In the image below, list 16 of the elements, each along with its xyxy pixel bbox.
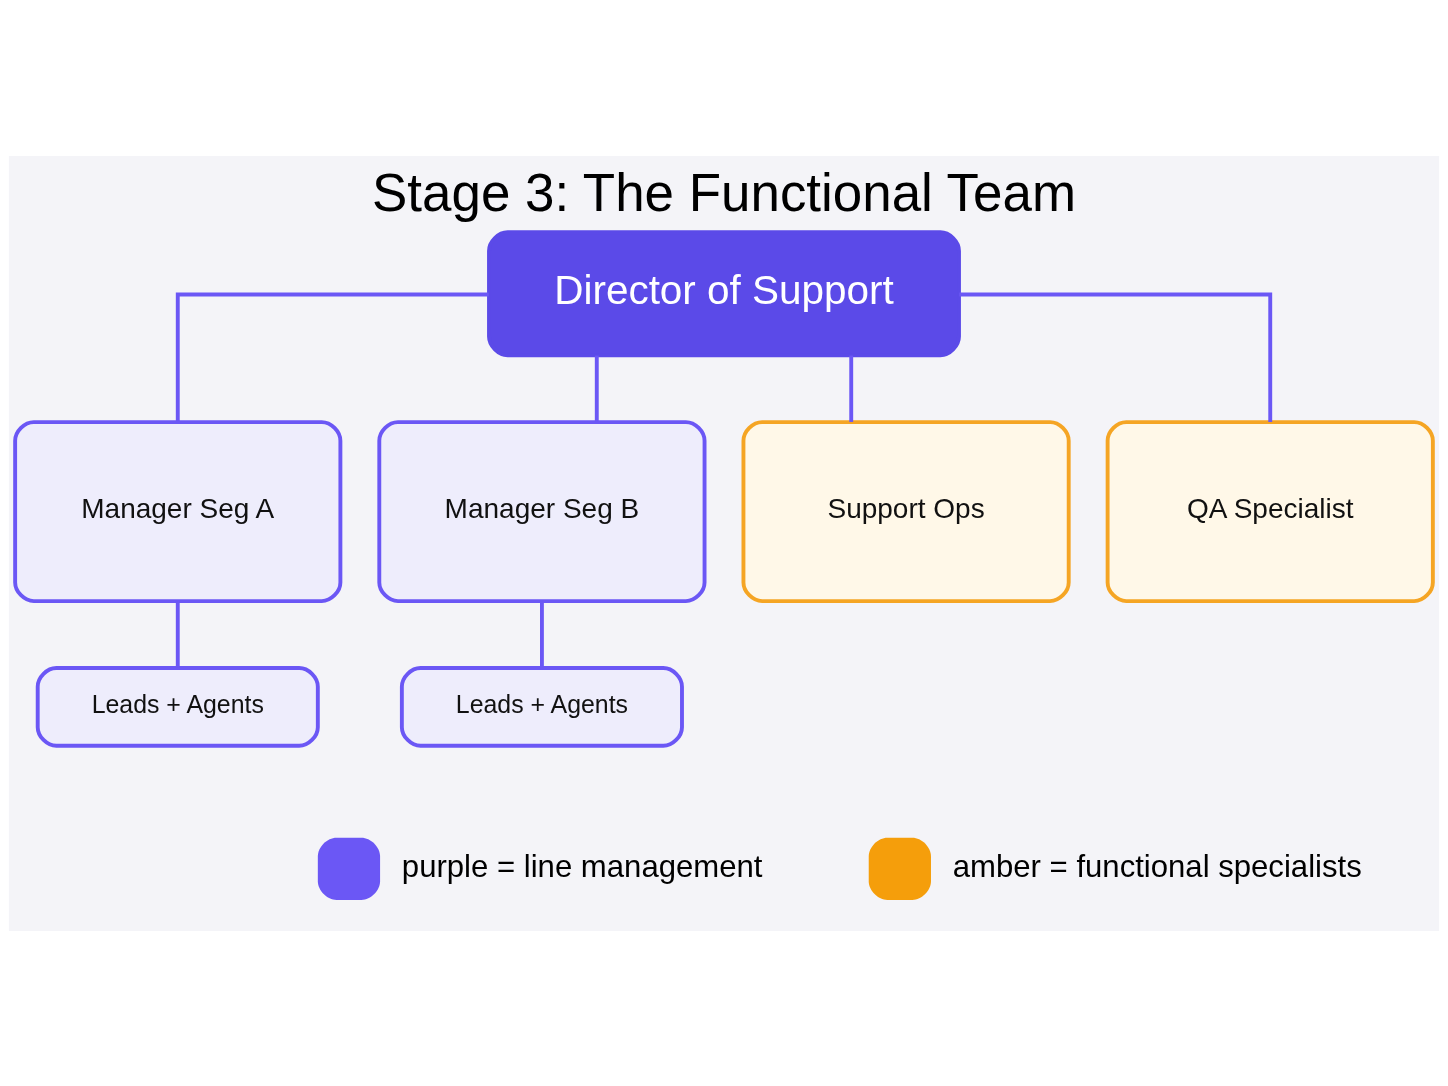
legend-label: amber = functional specialists bbox=[952, 848, 1362, 884]
legend-label: purple = line management bbox=[401, 848, 763, 884]
connector bbox=[539, 600, 544, 668]
node-box: QA Specialist bbox=[1105, 419, 1435, 603]
node-box: Manager Seg B bbox=[377, 419, 707, 603]
node-box: Director of Support bbox=[487, 229, 961, 357]
connector bbox=[175, 600, 180, 668]
connector bbox=[175, 292, 489, 422]
node-box: Leads + Agents bbox=[399, 665, 684, 748]
connector bbox=[849, 355, 854, 422]
node-box: Manager Seg A bbox=[13, 419, 343, 603]
connector bbox=[594, 355, 599, 422]
connector bbox=[959, 292, 1273, 422]
node-box: Leads + Agents bbox=[35, 665, 320, 748]
node-box: Support Ops bbox=[741, 419, 1071, 603]
diagram-title: Stage 3: The Functional Team bbox=[372, 162, 1076, 222]
